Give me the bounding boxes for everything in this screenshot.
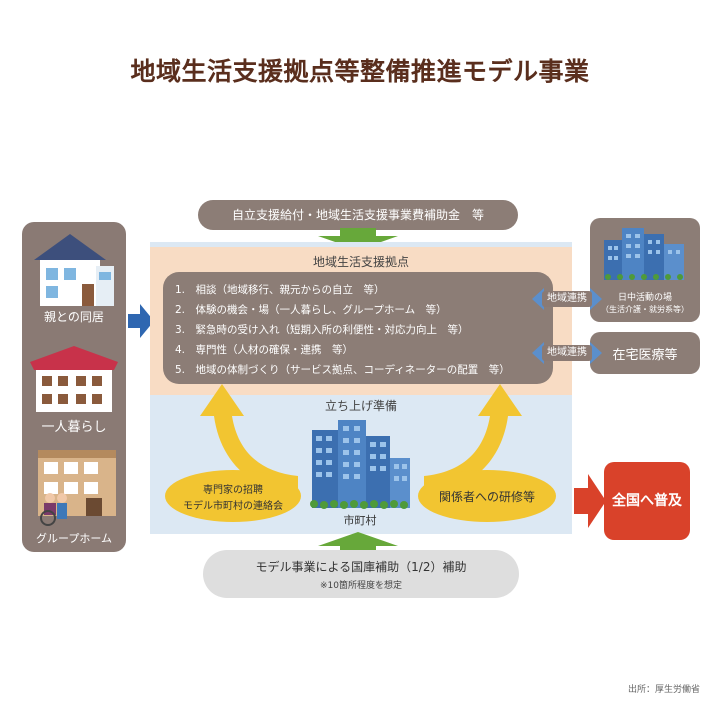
arrow-up-icon [318, 532, 398, 558]
curved-arrow-right-icon [412, 380, 542, 504]
list-item: 3. 緊急時の受け入れ（短期入所の利便性・対応力向上 等） [175, 324, 469, 336]
house-icon [30, 230, 118, 308]
housing-label-alone: 一人暮らし [41, 420, 107, 435]
housing-panel: 親との同居 一人暮らし [22, 222, 126, 552]
page-title: 地域生活支援拠点等整備推進モデル事業 [130, 57, 590, 86]
training-ellipse: 関係者への研修等 [418, 470, 556, 522]
list-item: 4. 専門性（人材の確保・連携 等） [175, 344, 354, 356]
arrow-right-icon [128, 304, 154, 342]
hub-title: 地域生活支援拠点 [312, 255, 409, 269]
source-note: 出所：厚生労働省 [627, 685, 700, 695]
hub-function-list: 1. 相談（地域移行、親元からの自立 等） 2. 体験の機会・場（一人暮らし、グ… [163, 272, 553, 384]
housing-label-group-home: グループホーム [35, 532, 112, 545]
bottom-funding-note: ※10箇所程度を想定 [320, 581, 402, 591]
day-activity-sub: （生活介護・就労系等） [601, 305, 689, 314]
list-item: 1. 相談（地域移行、親元からの自立 等） [175, 284, 385, 296]
office-buildings-icon [600, 220, 690, 284]
expert-ellipse: 専門家の招聘 モデル市町村の連絡会 [165, 470, 301, 522]
national-spread-box: 全国へ普及 [604, 462, 690, 540]
expert-ellipse-line2: モデル市町村の連絡会 [183, 501, 283, 512]
arrow-down-icon [318, 228, 398, 254]
city-label: 市町村 [343, 514, 377, 527]
bottom-funding-bar: モデル事業による国庫補助（1/2）補助 ※10箇所程度を想定 [203, 550, 519, 598]
apartment-icon [28, 342, 120, 414]
bottom-funding-main: モデル事業による国庫補助（1/2）補助 [255, 560, 467, 574]
prep-label: 立ち上げ準備 [324, 399, 397, 413]
arrow-right-red-icon [574, 474, 606, 532]
day-activity-title: 日中活動の場 [617, 293, 672, 303]
housing-label-parents: 親との同居 [44, 310, 104, 324]
list-item: 5. 地域の体制づくり（サービス拠点、コーディネーターの配置 等） [175, 364, 510, 376]
group-home-icon [28, 448, 120, 526]
top-funding-bar: 自立支援給付・地域生活支援事業費補助金 等 [198, 200, 518, 230]
home-medical-label: 在宅医療等 [612, 348, 678, 363]
regional-link-badge: 地域連携 [542, 345, 592, 361]
expert-ellipse-line1: 専門家の招聘 [203, 485, 263, 496]
day-activity-box: 日中活動の場 （生活介護・就労系等） [590, 218, 700, 322]
list-item: 2. 体験の機会・場（一人暮らし、グループホーム 等） [175, 304, 447, 316]
curved-arrow-left-icon [180, 380, 310, 504]
home-medical-box: 在宅医療等 [590, 332, 700, 374]
training-ellipse-label: 関係者への研修等 [438, 490, 535, 504]
city-buildings-icon [308, 418, 414, 516]
regional-link-badge: 地域連携 [542, 291, 592, 307]
